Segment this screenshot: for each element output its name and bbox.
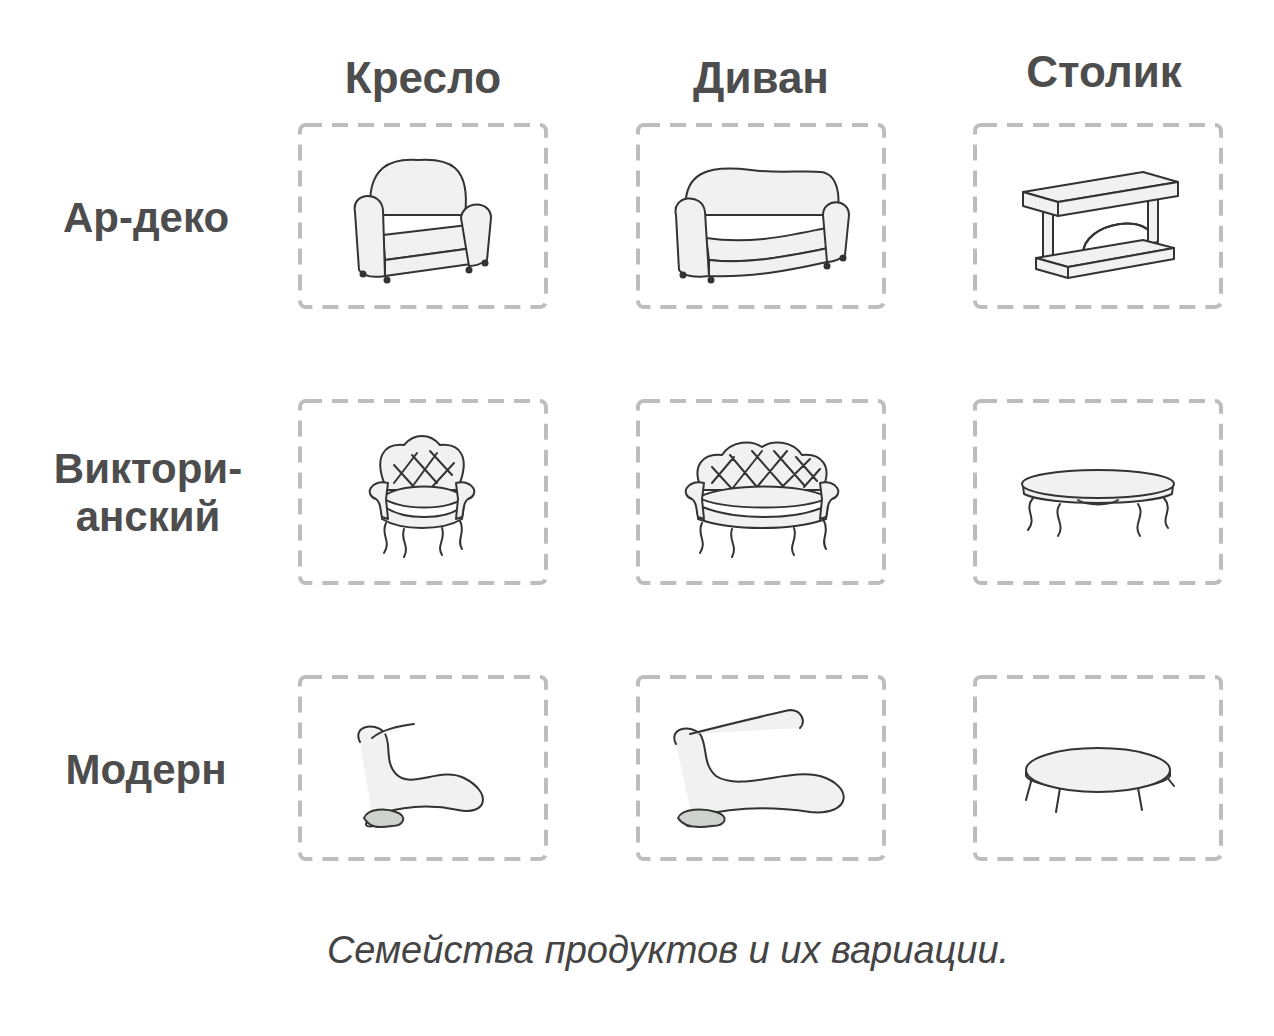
- table-drawing: [1026, 748, 1174, 812]
- sofa-drawing: [686, 442, 838, 557]
- armchair-drawing: [358, 724, 483, 827]
- cell-frame: [975, 125, 1221, 307]
- cell-frames: [300, 125, 1221, 859]
- table-drawing: [1023, 172, 1178, 278]
- cell-frame: [300, 677, 546, 859]
- cell-frame: [300, 125, 546, 307]
- armchair-drawing: [355, 160, 491, 284]
- cell-frame: [638, 677, 884, 859]
- sofa-drawing: [675, 168, 849, 283]
- cell-frame: [975, 677, 1221, 859]
- column-header: Кресло: [345, 53, 501, 104]
- cell-frame: [638, 125, 884, 307]
- armchair-drawing: [370, 436, 474, 557]
- cell-frame: [638, 401, 884, 583]
- row-header: Модерн: [31, 746, 261, 794]
- row-header: Ар-деко: [31, 194, 261, 242]
- column-header: Столик: [1026, 47, 1182, 98]
- column-header: Диван: [693, 53, 829, 104]
- cell-frame: [300, 401, 546, 583]
- sofa-drawing: [674, 710, 843, 827]
- cell-frame: [975, 401, 1221, 583]
- figure-caption: Семейства продуктов и их вариации.: [327, 929, 1009, 972]
- row-header: Виктори- анский: [33, 445, 263, 542]
- table-drawing: [1022, 470, 1174, 536]
